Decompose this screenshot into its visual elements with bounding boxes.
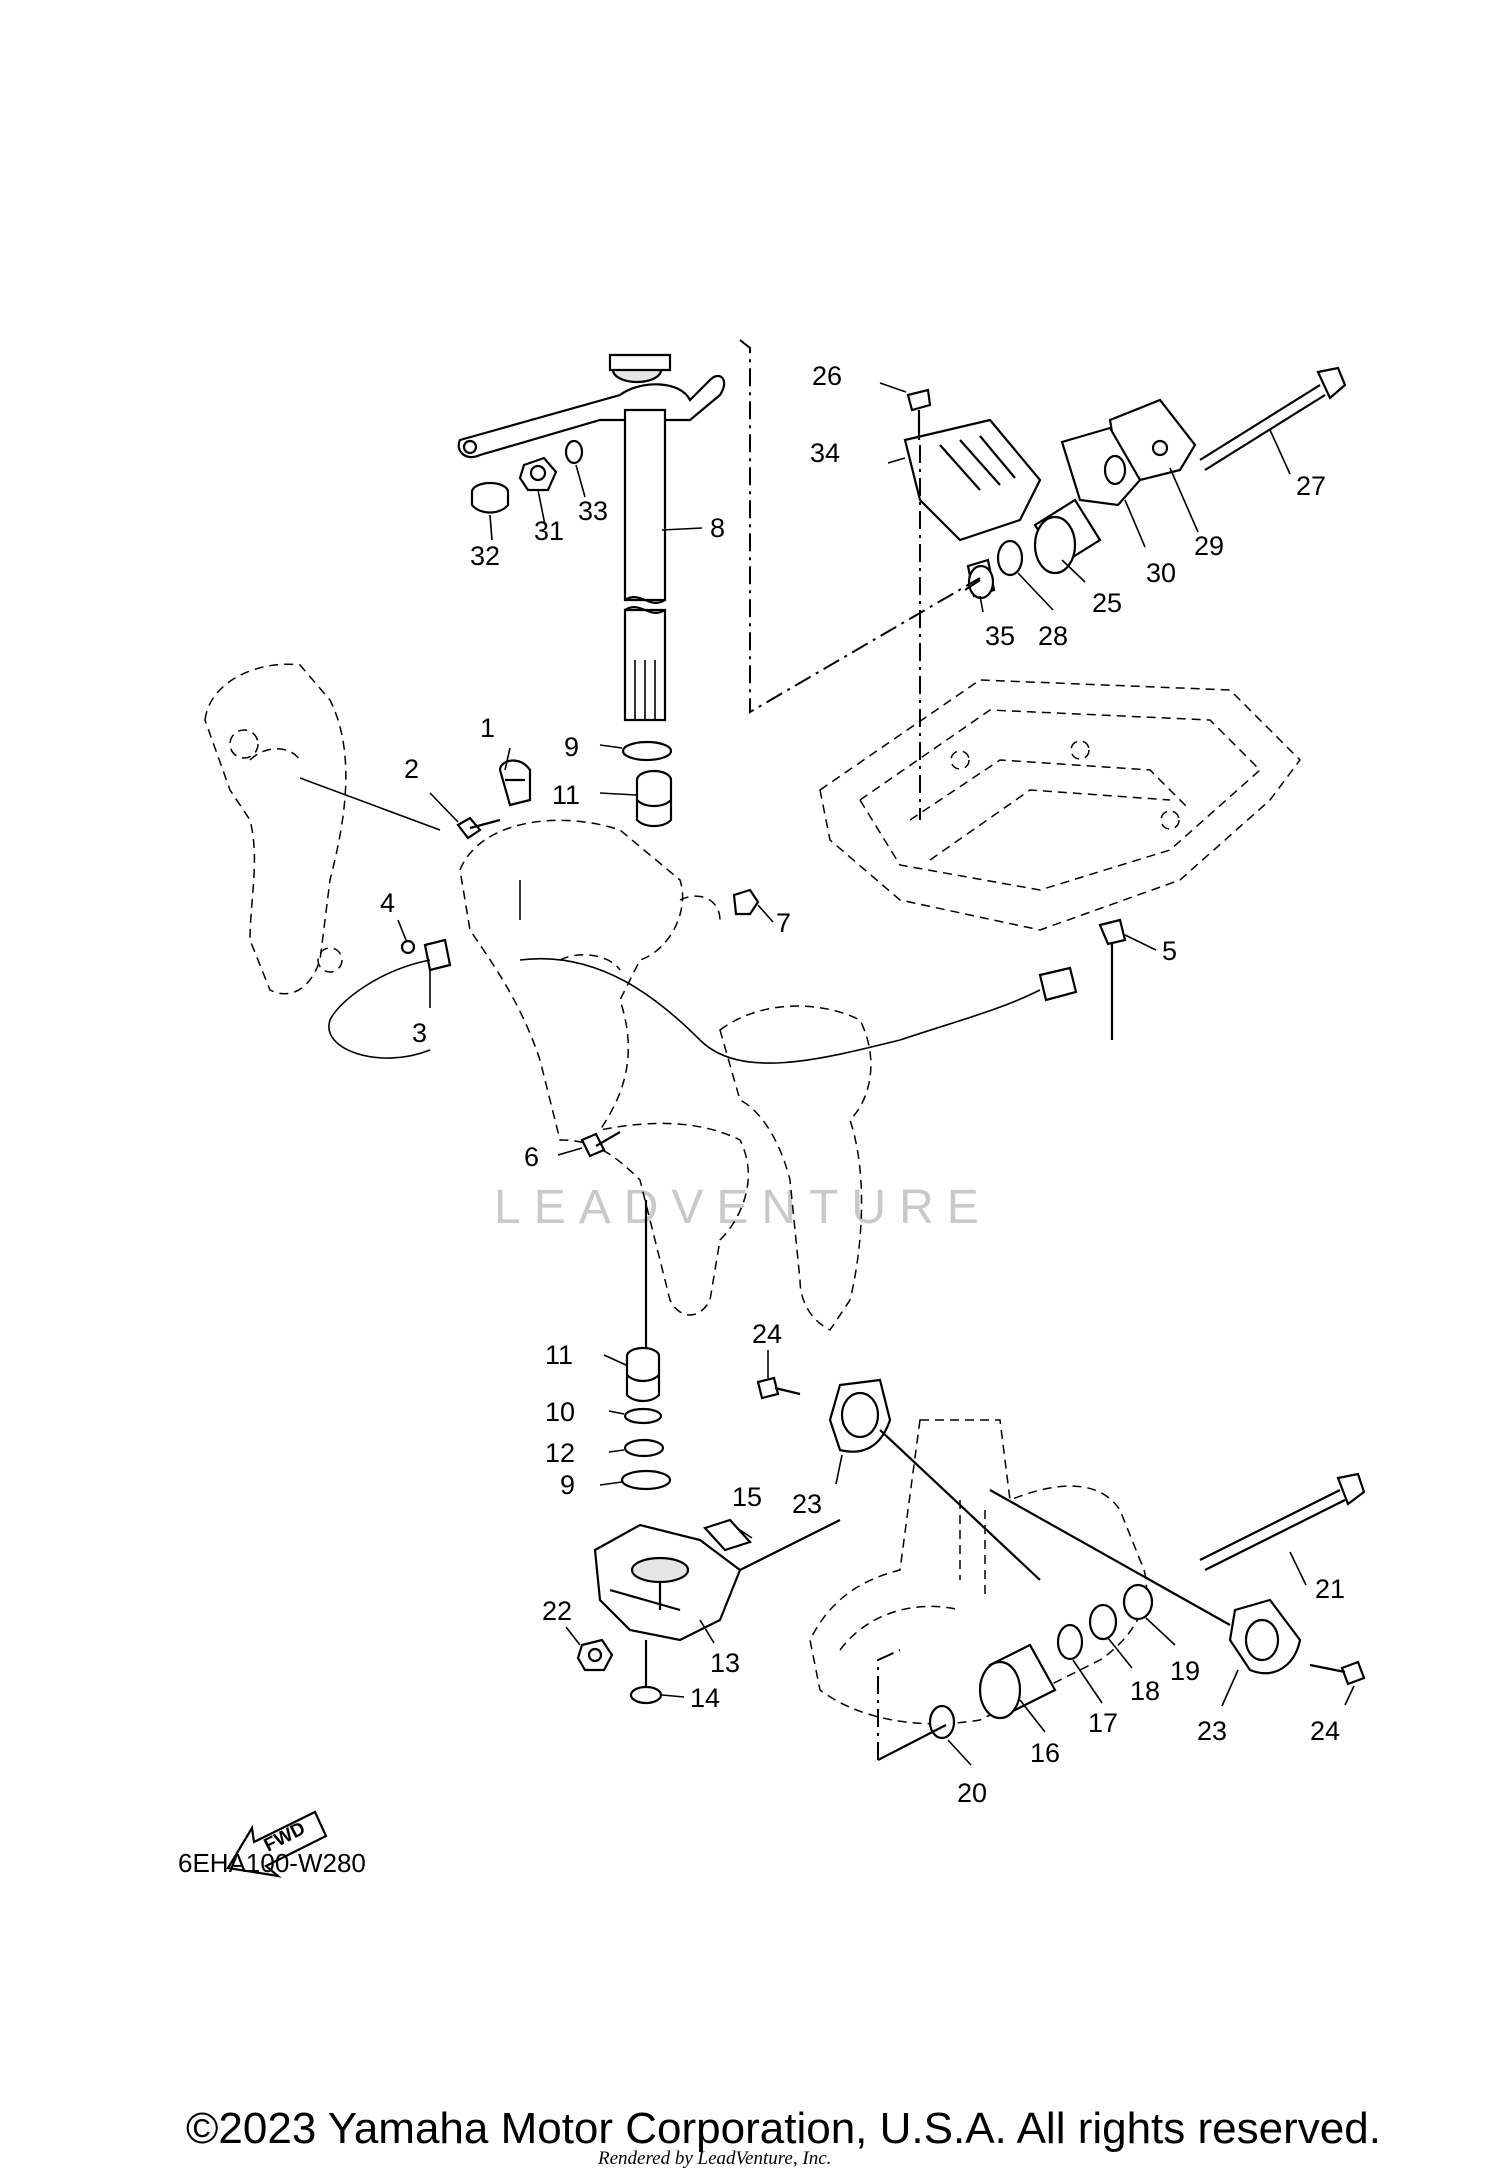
callout-26: 26	[812, 361, 842, 391]
callout-20: 20	[957, 1778, 987, 1808]
callout-23-upper: 23	[792, 1489, 822, 1519]
callout-17: 17	[1088, 1708, 1118, 1738]
callout-32: 32	[470, 541, 500, 571]
bolt-24-lower	[1309, 1660, 1366, 1686]
lower-housing-outline	[809, 1419, 1148, 1725]
o-ring-10	[623, 1407, 663, 1425]
long-bolt-27	[1199, 366, 1347, 471]
washer-20	[928, 1704, 956, 1740]
upper-housing-outline	[459, 819, 872, 1331]
callout-23-lower: 23	[1197, 1716, 1227, 1746]
callout-31: 31	[534, 516, 564, 546]
long-bolt-21	[1199, 1472, 1366, 1571]
callout-25: 25	[1092, 588, 1122, 618]
washer-28	[996, 539, 1024, 577]
screw-6	[580, 1131, 621, 1158]
callout-10: 10	[545, 1397, 575, 1427]
callout-8: 8	[710, 513, 725, 543]
callout-9-lower: 9	[560, 1470, 575, 1500]
mount-cover-23-lower	[1228, 1598, 1302, 1675]
callout-3: 3	[412, 1018, 427, 1048]
engine-base-plate	[819, 679, 1301, 931]
callout-24-upper: 24	[752, 1319, 782, 1349]
callout-34: 34	[810, 438, 840, 468]
callout-leaders	[397, 382, 1355, 1766]
reference-lines-lower	[739, 1429, 1231, 1761]
mount-cover-23-upper	[828, 1378, 892, 1453]
callout-16: 16	[1030, 1738, 1060, 1768]
callout-12: 12	[545, 1438, 575, 1468]
clip-14	[629, 1640, 663, 1705]
watermark-text: LEADVENTURE	[494, 1181, 992, 1234]
screw-4	[400, 939, 416, 955]
washer-9-lower	[620, 1469, 672, 1491]
plate-30	[1060, 426, 1142, 507]
nut-22	[576, 1638, 614, 1672]
callout-4: 4	[380, 888, 395, 918]
callout-6: 6	[524, 1142, 539, 1172]
callout-9-upper: 9	[564, 732, 579, 762]
damper-15	[703, 1518, 752, 1552]
callout-19: 19	[1170, 1656, 1200, 1686]
callout-13: 13	[710, 1648, 740, 1678]
rendered-by-credit: Rendered by LeadVenture, Inc.	[598, 2148, 832, 2169]
collar-35	[966, 558, 996, 600]
diagram-code: 6EHA100-W280	[178, 1848, 366, 1878]
mount-cover-34	[903, 418, 1042, 542]
wire-harness	[519, 957, 1078, 1064]
nut-7	[732, 888, 760, 916]
o-ring-12	[623, 1438, 665, 1458]
clamp-1	[498, 759, 532, 807]
callout-22: 22	[542, 1596, 572, 1626]
lower-bracket-13	[593, 1523, 742, 1642]
callout-11-upper: 11	[552, 780, 580, 810]
callout-7: 7	[776, 908, 791, 938]
mount-rubber-25	[1033, 498, 1102, 575]
callout-15: 15	[732, 1482, 762, 1512]
bolt-26	[906, 388, 932, 440]
copyright-notice: ©2023 Yamaha Motor Corporation, U.S.A. A…	[186, 2104, 1381, 2153]
bolt-2	[456, 816, 501, 840]
callout-18: 18	[1130, 1676, 1160, 1706]
bolt-24-upper	[756, 1376, 801, 1400]
callout-2: 2	[404, 754, 419, 784]
bushing-11-lower	[625, 1346, 661, 1403]
callout-14: 14	[690, 1683, 720, 1713]
nut-31	[518, 456, 558, 492]
callout-27: 27	[1296, 471, 1326, 501]
callout-29: 29	[1194, 531, 1224, 561]
callout-11-lower: 11	[545, 1340, 573, 1370]
washer-19	[1122, 1583, 1154, 1621]
cable-tie-5	[1098, 918, 1127, 1040]
washer-17	[1056, 1623, 1084, 1661]
callout-21: 21	[1315, 1574, 1345, 1604]
reference-lines-upper	[299, 339, 981, 920]
callout-33: 33	[578, 496, 608, 526]
washer-18	[1088, 1603, 1118, 1641]
cap-32	[470, 481, 510, 514]
callout-labels: 1 2 3 4 5 6 7 8 9 9 10 11 11 12 13 14 15…	[380, 361, 1345, 1808]
steering-arm	[457, 353, 726, 459]
callout-28: 28	[1038, 621, 1068, 651]
washer-33	[564, 439, 584, 465]
callout-5: 5	[1162, 936, 1177, 966]
callout-35: 35	[985, 621, 1015, 651]
callout-30: 30	[1146, 558, 1176, 588]
swivel-bracket-outline	[204, 663, 347, 995]
steering-shaft	[623, 408, 667, 722]
mount-rubber-16	[978, 1643, 1057, 1720]
bracket-3	[328, 938, 452, 1059]
washer-9-upper	[621, 740, 673, 762]
callout-1: 1	[480, 713, 495, 743]
bushing-11-upper	[635, 769, 673, 828]
callout-24-lower: 24	[1310, 1716, 1340, 1746]
